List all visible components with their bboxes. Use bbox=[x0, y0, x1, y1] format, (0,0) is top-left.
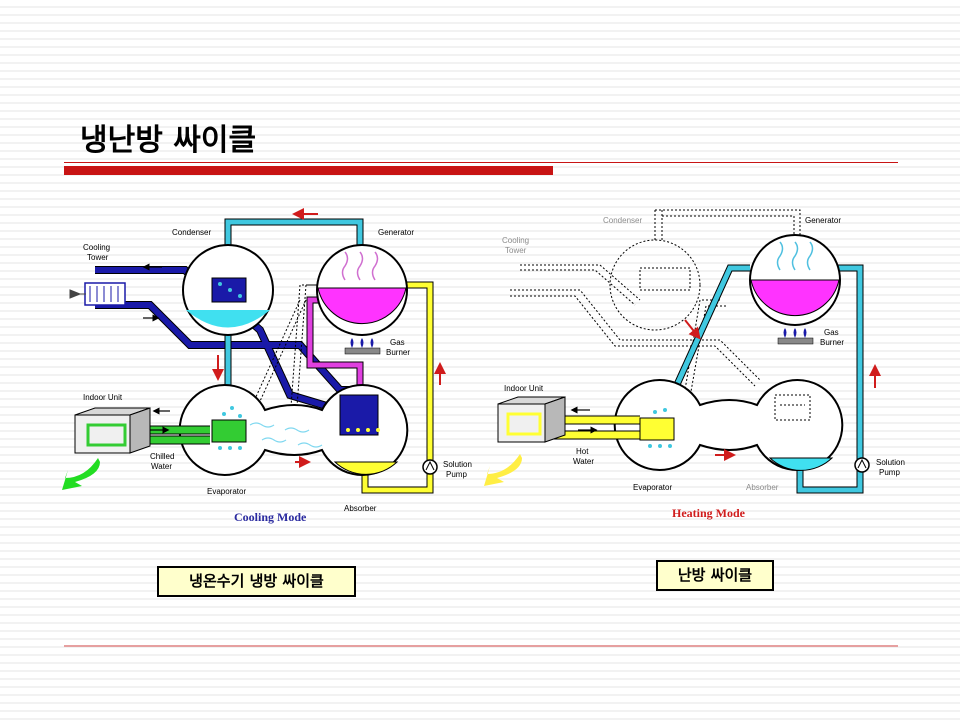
heating-generator-vessel bbox=[749, 234, 841, 326]
heating-diagram: Condenser Generator Cooling Tower Gas Bu… bbox=[484, 209, 905, 520]
heating-pump-label: Pump bbox=[879, 468, 900, 477]
heating-tower-label-1: Cooling bbox=[502, 236, 529, 245]
heating-gas-burner-icon bbox=[777, 328, 814, 345]
cooling-strong-solution-pipe bbox=[307, 297, 363, 395]
cooling-absorber-label: Absorber bbox=[344, 504, 377, 513]
heating-burner-label: Burner bbox=[820, 338, 844, 347]
cooling-vapor-pipe bbox=[225, 219, 363, 265]
cooling-cycle-caption: 냉온수기 냉방 싸이클 bbox=[157, 566, 356, 597]
heating-airflow-arrow bbox=[484, 454, 522, 486]
heating-evaporator-coil bbox=[639, 417, 675, 441]
cooling-solution-pipe bbox=[362, 282, 433, 493]
cooling-condenser-label: Condenser bbox=[172, 228, 211, 237]
title-rule bbox=[64, 162, 898, 163]
slide-title: 냉난방 싸이클 bbox=[80, 123, 257, 158]
heating-mode-label: Heating Mode bbox=[672, 506, 746, 520]
heating-solution-label: Solution bbox=[876, 458, 905, 467]
heating-vapor-pipe bbox=[667, 265, 750, 402]
cooling-solution-label: Solution bbox=[443, 460, 472, 469]
heating-evap-absorber-vessel bbox=[613, 379, 844, 471]
cooling-indoor-unit-label: Indoor Unit bbox=[83, 393, 123, 402]
heating-generator-label: Generator bbox=[805, 216, 841, 225]
heating-condenser-label: Condenser bbox=[603, 216, 642, 225]
footer-rule bbox=[64, 645, 898, 647]
heating-hot-label: Hot bbox=[576, 447, 589, 456]
cooling-gas-burner-icon bbox=[344, 338, 381, 355]
heating-evaporator-label: Evaporator bbox=[633, 483, 672, 492]
heating-solution-pump-icon bbox=[854, 457, 870, 473]
heating-solution-pipe bbox=[797, 265, 863, 493]
cooling-tower-label-1: Cooling bbox=[83, 243, 110, 252]
cooling-mode-label: Cooling Mode bbox=[234, 510, 307, 524]
heating-cycle-caption: 난방 싸이클 bbox=[656, 560, 774, 591]
heating-indoor-unit-label: Indoor Unit bbox=[504, 384, 544, 393]
cooling-solution-pump-icon bbox=[422, 459, 438, 475]
heating-indoor-unit-icon bbox=[497, 396, 566, 443]
heating-flow-arrow bbox=[684, 319, 701, 340]
heating-gas-label: Gas bbox=[824, 328, 839, 337]
heating-absorber-label: Absorber bbox=[746, 483, 779, 492]
cooling-airflow-arrow bbox=[62, 458, 100, 490]
cooling-chilled-label: Chilled bbox=[150, 452, 174, 461]
cooling-diagram: Condenser Generator Cooling Tower Gas Bu… bbox=[62, 208, 472, 524]
title-accent-bar bbox=[64, 166, 553, 175]
cooling-water-label: Water bbox=[151, 462, 172, 471]
cooling-generator-vessel bbox=[316, 244, 408, 336]
heating-water-label: Water bbox=[573, 457, 594, 466]
cooling-pump-label: Pump bbox=[446, 470, 467, 479]
cooling-evaporator-coil bbox=[211, 419, 247, 443]
cooling-tower-icon bbox=[69, 282, 126, 306]
cooling-tower-label-2: Tower bbox=[87, 253, 109, 262]
heating-condenser-vessel bbox=[609, 239, 701, 331]
cooling-indoor-unit-icon bbox=[74, 407, 151, 454]
cooling-evaporator-label: Evaporator bbox=[207, 487, 246, 496]
cooling-burner-label: Burner bbox=[386, 348, 410, 357]
heating-tower-label-2: Tower bbox=[505, 246, 527, 255]
cooling-gas-label: Gas bbox=[390, 338, 405, 347]
cooling-generator-label: Generator bbox=[378, 228, 414, 237]
